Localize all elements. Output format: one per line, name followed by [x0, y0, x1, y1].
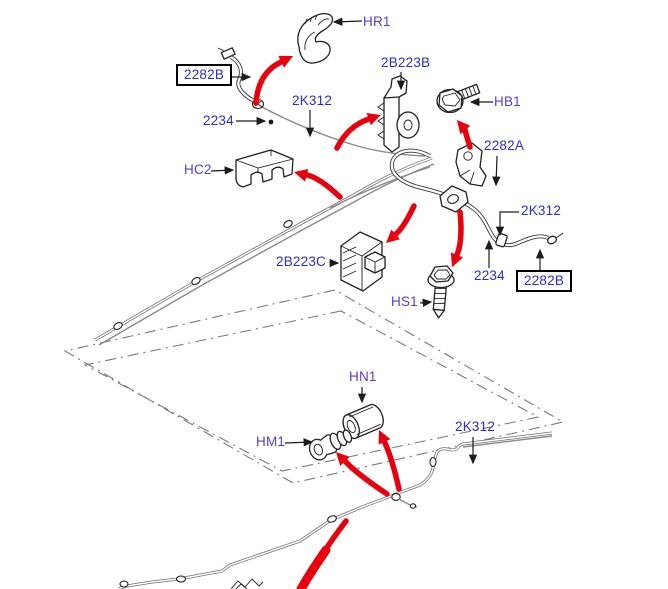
part-2b223c-clip-block [340, 231, 386, 292]
tube-clip [283, 220, 293, 228]
callout-hc2[interactable]: HC2 [184, 162, 212, 177]
bottom-tube-2k312 [117, 431, 553, 589]
callout-2k312-bottom[interactable]: 2K312 [455, 419, 496, 434]
red-arrow-to-2b223b [334, 113, 381, 151]
red-arrow-to-hr1 [253, 55, 293, 106]
part-hc2-clip [235, 149, 294, 188]
frame-outline [63, 289, 565, 484]
tube-clip [191, 277, 201, 285]
hose-end-fitting [220, 47, 236, 60]
callout-hn1[interactable]: HN1 [349, 369, 377, 384]
red-arrow-to-2b223c [386, 203, 417, 243]
callout-hs1[interactable]: HS1 [391, 294, 418, 309]
hose-assembly-2282a [389, 142, 564, 248]
callout-hb1[interactable]: HB1 [494, 94, 521, 109]
callout-2282a[interactable]: 2282A [484, 138, 525, 153]
main-tube-bundle [94, 156, 435, 346]
part-hr1-retainer-clip [297, 12, 334, 64]
callout-hm1[interactable]: HM1 [256, 434, 286, 449]
callout-2234-right[interactable]: 2234 [474, 268, 505, 283]
red-arrows [253, 55, 473, 589]
callout-2b223c[interactable]: 2B223C [276, 254, 326, 269]
boxed-callout-2282b-left[interactable]: 2282B [176, 64, 233, 86]
part-hs1-screw [427, 265, 455, 319]
part-hb1-bolt [436, 83, 481, 114]
leader-lines [210, 17, 545, 465]
part-hm1-connector [308, 429, 353, 461]
partial-clip-part [230, 578, 264, 589]
callout-2b223b[interactable]: 2B223B [381, 55, 431, 70]
tube-clip [113, 322, 123, 330]
red-arrow-to-hm1 [336, 452, 390, 497]
callout-hr1[interactable]: HR1 [363, 14, 391, 29]
part-hn1-nut [342, 403, 384, 440]
callout-2k312-right[interactable]: 2K312 [521, 203, 562, 218]
tube-junction-dot [268, 119, 274, 125]
callout-2234-left[interactable]: 2234 [203, 113, 234, 128]
red-arrow-bottom-cut [296, 518, 349, 589]
part-2b223b-bracket [377, 75, 420, 153]
tube-junction [391, 493, 401, 501]
red-arrow-to-hc2 [294, 169, 343, 200]
callout-2k312-top[interactable]: 2K312 [292, 93, 333, 108]
boxed-callout-2282b-right[interactable]: 2282B [516, 270, 573, 292]
red-arrow-to-hs1 [450, 209, 464, 267]
hose-bracket [455, 142, 487, 187]
red-arrow-to-hb1 [457, 120, 473, 150]
top-tube-2k312 [261, 106, 426, 157]
red-arrow-to-hn1 [378, 430, 402, 492]
